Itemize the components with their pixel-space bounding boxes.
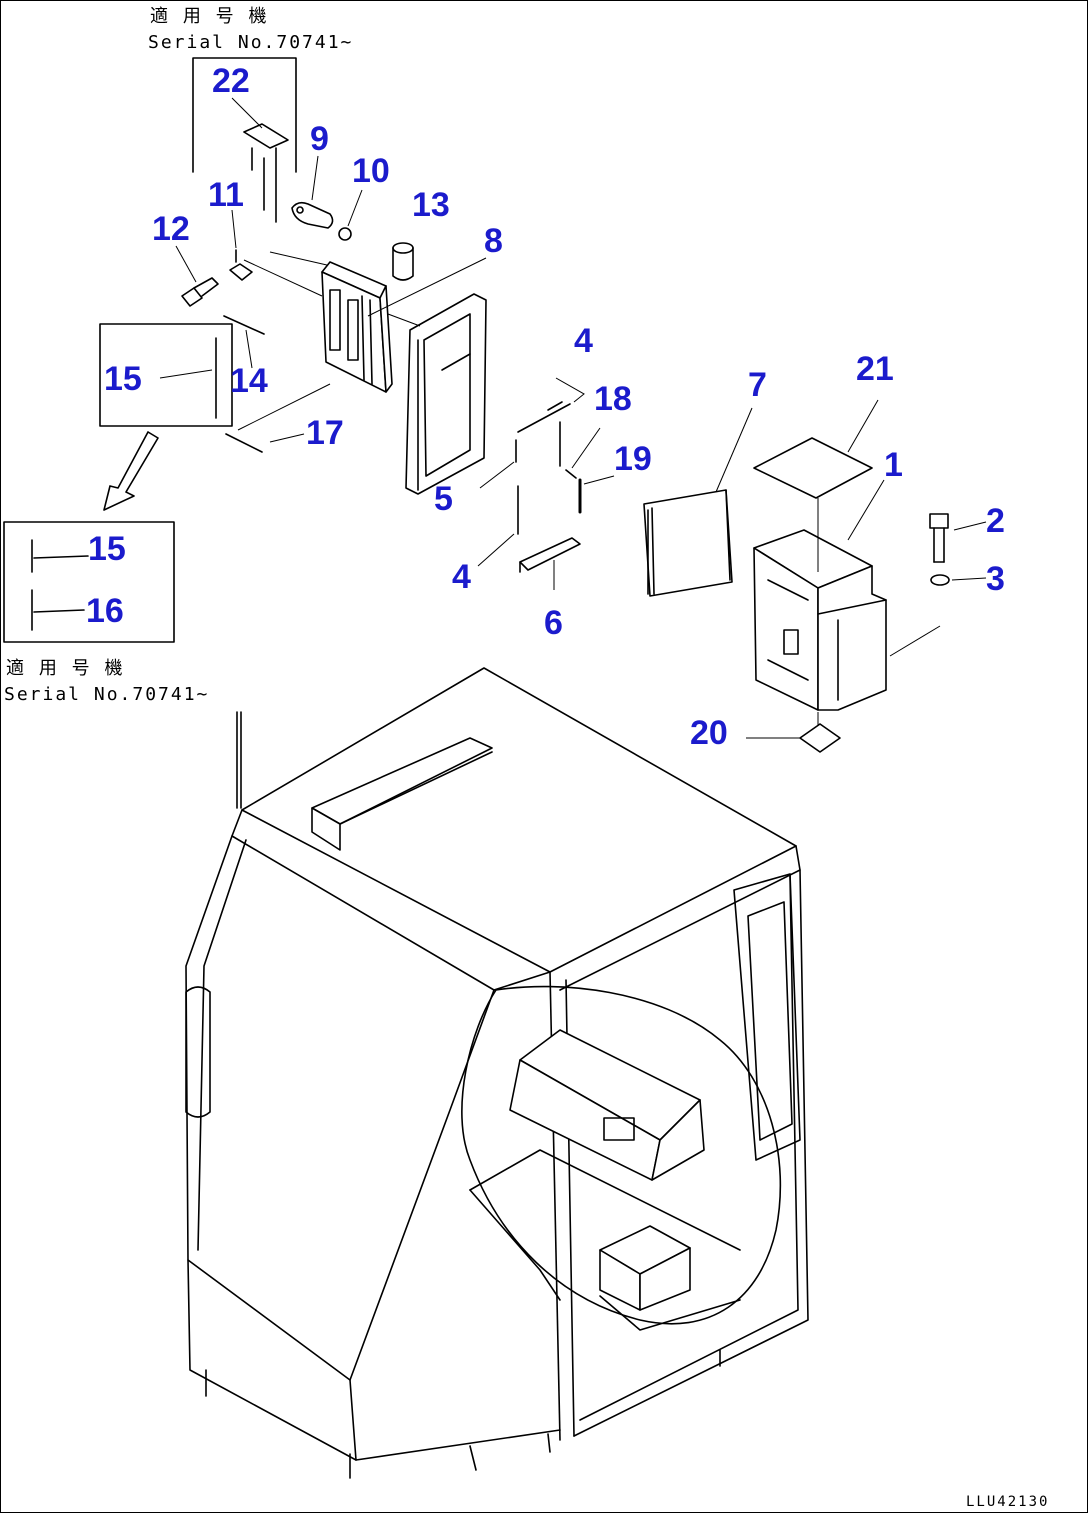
part-8-cover-panel: [405, 293, 487, 495]
detail-box-upper: [99, 323, 233, 427]
callout-13: 13: [412, 186, 450, 224]
callout-6: 6: [544, 604, 563, 642]
part-14-rod: [223, 315, 265, 335]
callout-18: 18: [594, 380, 632, 418]
part-4-strips: [515, 401, 571, 535]
detail-box-lower: [3, 521, 175, 643]
callout-19: 19: [614, 440, 652, 478]
part-3-washer: [930, 574, 950, 586]
detail-arrow: [103, 431, 159, 511]
part-12: [181, 277, 219, 307]
callout-9: 9: [310, 120, 329, 158]
part-21: [753, 437, 873, 499]
callout-3: 3: [986, 560, 1005, 598]
part-8-control-unit: [321, 261, 393, 393]
serial-bracket-22: [192, 57, 297, 173]
callout-21: 21: [856, 350, 894, 388]
callout-14: 14: [230, 362, 268, 400]
part-13: [392, 242, 414, 281]
callout-4-lower: 4: [452, 558, 471, 596]
callout-4-upper: 4: [574, 322, 593, 360]
document-id: LLU42130: [966, 1494, 1049, 1510]
callout-15-upper: 15: [104, 360, 142, 398]
serial-note-side-kanji: 適 用 号 機: [6, 658, 125, 679]
callout-11: 11: [208, 176, 244, 214]
callout-1: 1: [884, 446, 903, 484]
callout-5: 5: [434, 480, 453, 518]
part-20: [799, 723, 841, 753]
part-10: [338, 227, 352, 241]
part-9: [291, 201, 334, 229]
part-22: [243, 123, 289, 223]
part-11: [229, 249, 253, 281]
callout-17: 17: [306, 414, 344, 452]
part-1-box: [753, 529, 887, 711]
part-17: [225, 433, 263, 453]
callout-22: 22: [212, 62, 250, 100]
callout-12: 12: [152, 210, 190, 248]
cab-assembly: [185, 667, 809, 1479]
serial-note-top-serial: Serial No.70741~: [148, 32, 353, 53]
part-2-bolt: [929, 513, 949, 563]
callout-2: 2: [986, 502, 1005, 540]
part-7-manual: [643, 489, 733, 597]
callout-16: 16: [86, 592, 124, 630]
callout-10: 10: [352, 152, 390, 190]
callout-15-lower: 15: [88, 530, 126, 568]
part-18: [565, 469, 577, 479]
serial-note-side-serial: Serial No.70741~: [4, 684, 209, 705]
callout-20: 20: [690, 714, 728, 752]
part-6: [519, 537, 581, 573]
callout-8: 8: [484, 222, 503, 260]
serial-note-top-kanji: 適 用 号 機: [150, 6, 269, 27]
callout-7: 7: [748, 366, 767, 404]
